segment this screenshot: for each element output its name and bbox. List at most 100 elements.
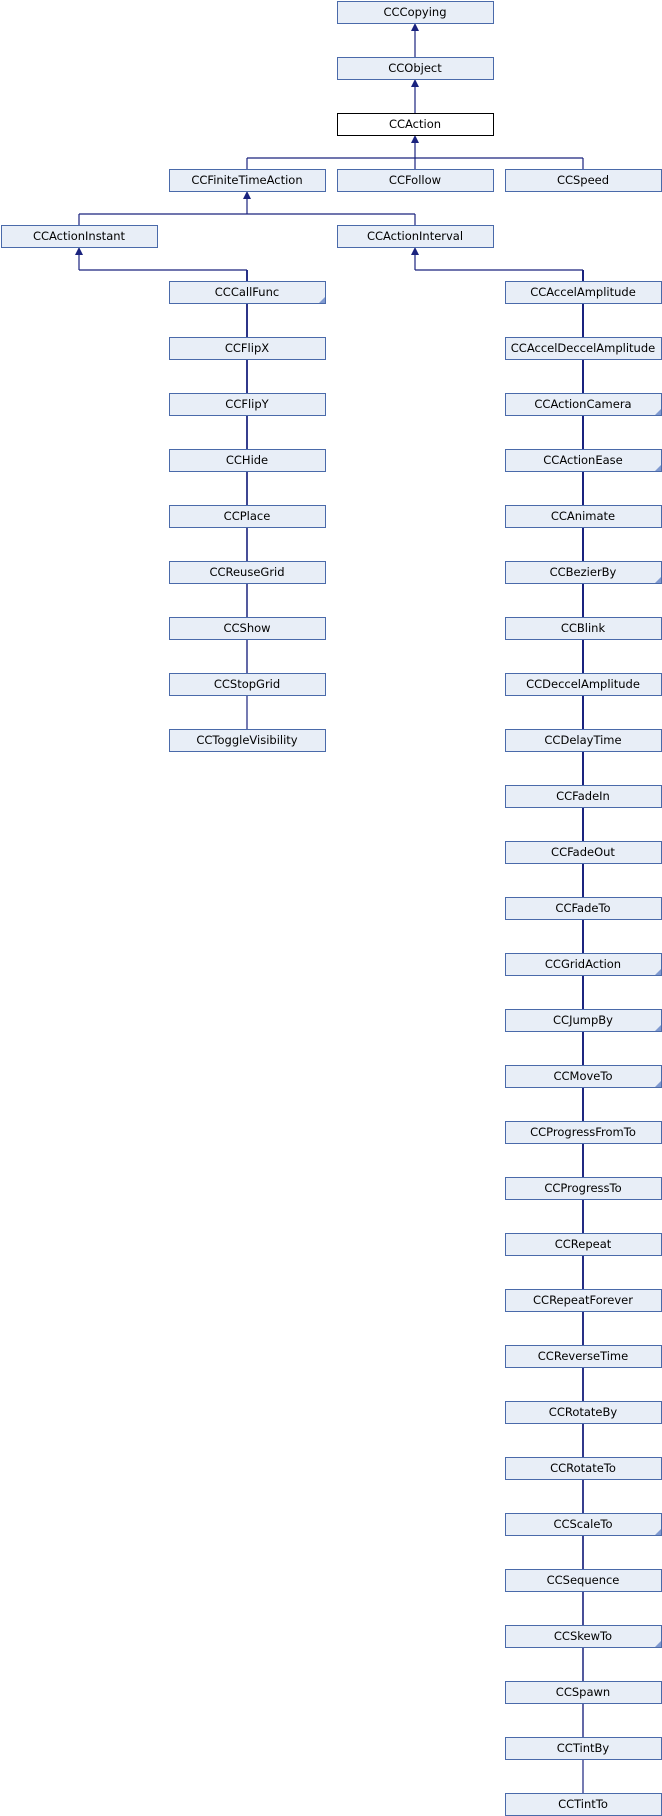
class-node-ccdeccelamplitude[interactable]: CCDeccelAmplitude [505, 673, 662, 696]
class-node-ccfadeout[interactable]: CCFadeOut [505, 841, 662, 864]
class-node-label: CCFlipX [225, 341, 269, 355]
edge-to-ccactioninterval-arrow [411, 247, 419, 255]
class-node-cctintto[interactable]: CCTintTo [505, 1793, 662, 1816]
class-node-label: CCStopGrid [214, 677, 280, 691]
class-node-ccactioncamera[interactable]: CCActionCamera [505, 393, 662, 416]
class-node-ccshow[interactable]: CCShow [169, 617, 326, 640]
class-node-label: CCFlipY [225, 397, 269, 411]
class-node-box [169, 673, 326, 696]
class-node-label: CCFadeTo [555, 901, 610, 915]
class-node-ccfadein[interactable]: CCFadeIn [505, 785, 662, 808]
class-node-ccrotateby[interactable]: CCRotateBy [505, 1401, 662, 1424]
class-node-cctogglevisibility[interactable]: CCToggleVisibility [169, 729, 326, 752]
class-node-ccspawn[interactable]: CCSpawn [505, 1681, 662, 1704]
class-node-ccrepeat[interactable]: CCRepeat [505, 1233, 662, 1256]
class-node-label: CCCallFunc [215, 285, 279, 299]
class-node-ccactionease[interactable]: CCActionEase [505, 449, 662, 472]
class-node-ccgridaction[interactable]: CCGridAction [505, 953, 662, 976]
class-node-label: CCCopying [383, 5, 446, 19]
class-node-ccdelaytime[interactable]: CCDelayTime [505, 729, 662, 752]
class-node-ccscaleto[interactable]: CCScaleTo [505, 1513, 662, 1536]
class-node-label: CCReverseTime [538, 1349, 628, 1363]
has-subclasses-marker [319, 297, 325, 303]
class-node-label: CCRepeatForever [533, 1293, 633, 1307]
class-node-ccprogressfromto[interactable]: CCProgressFromTo [505, 1121, 662, 1144]
class-node-label: CCActionInstant [33, 229, 126, 243]
class-node-ccactioninterval[interactable]: CCActionInterval [337, 225, 494, 248]
class-node-ccfadeto[interactable]: CCFadeTo [505, 897, 662, 920]
class-node-label: CCMoveTo [553, 1069, 612, 1083]
edge-to-ccopying-arrow [411, 23, 419, 31]
class-node-label: CCSkewTo [554, 1629, 612, 1643]
edge-to-ccactioninstant-arrow [75, 247, 83, 255]
class-node-ccaction[interactable]: CCAction [337, 113, 494, 136]
class-node-ccspeed[interactable]: CCSpeed [505, 169, 662, 192]
has-subclasses-marker [655, 465, 661, 471]
edge-to-ccobject-arrow [411, 79, 419, 87]
class-node-label: CCActionCamera [534, 397, 631, 411]
class-node-label: CCAccelAmplitude [530, 285, 636, 299]
class-node-ccflipy[interactable]: CCFlipY [169, 393, 326, 416]
class-node-box [169, 561, 326, 584]
class-node-box [1, 225, 158, 248]
class-node-ccprogressto[interactable]: CCProgressTo [505, 1177, 662, 1200]
class-node-ccfollow[interactable]: CCFollow [337, 169, 494, 192]
class-node-label: CCJumpBy [553, 1013, 613, 1027]
class-node-label: CCGridAction [545, 957, 621, 971]
class-node-label: CCSpawn [556, 1685, 610, 1699]
class-node-label: CCFadeOut [551, 845, 615, 859]
class-node-box [337, 1, 494, 24]
class-node-label: CCToggleVisibility [196, 733, 297, 747]
class-node-ccfinitetimeaction[interactable]: CCFiniteTimeAction [169, 169, 326, 192]
class-node-ccreusegrid[interactable]: CCReuseGrid [169, 561, 326, 584]
class-node-ccreversetime[interactable]: CCReverseTime [505, 1345, 662, 1368]
class-node-box [169, 281, 326, 304]
class-node-ccplace[interactable]: CCPlace [169, 505, 326, 528]
class-node-ccrepeatforever[interactable]: CCRepeatForever [505, 1289, 662, 1312]
class-node-box [337, 169, 494, 192]
class-node-label: CCRotateBy [549, 1405, 618, 1419]
class-node-label: CCFiniteTimeAction [191, 173, 302, 187]
class-node-ccobject[interactable]: CCObject [337, 57, 494, 80]
class-node-label: CCRotateTo [550, 1461, 616, 1475]
has-subclasses-marker [655, 1025, 661, 1031]
class-node-cccallfunc[interactable]: CCCallFunc [169, 281, 326, 304]
class-node-ccrotateto[interactable]: CCRotateTo [505, 1457, 662, 1480]
class-node-label: CCAnimate [551, 509, 615, 523]
class-node-label: CCFadeIn [556, 789, 610, 803]
class-node-ccmoveto[interactable]: CCMoveTo [505, 1065, 662, 1088]
class-node-label: CCDeccelAmplitude [526, 677, 640, 691]
class-node-label: CCReuseGrid [209, 565, 284, 579]
class-node-box [169, 449, 326, 472]
class-node-label: CCAction [389, 117, 441, 131]
class-node-label: CCBezierBy [550, 565, 617, 579]
class-node-ccjumpby[interactable]: CCJumpBy [505, 1009, 662, 1032]
class-node-ccskewto[interactable]: CCSkewTo [505, 1625, 662, 1648]
class-node-ccsequence[interactable]: CCSequence [505, 1569, 662, 1592]
class-node-ccactioninstant[interactable]: CCActionInstant [1, 225, 158, 248]
class-node-label: CCFollow [389, 173, 441, 187]
class-node-box [337, 225, 494, 248]
class-node-box [169, 729, 326, 752]
class-node-ccacceldeccelamplitude[interactable]: CCAccelDeccelAmplitude [505, 337, 662, 360]
has-subclasses-marker [655, 1081, 661, 1087]
class-node-ccaccelamplitude[interactable]: CCAccelAmplitude [505, 281, 662, 304]
class-node-box [169, 505, 326, 528]
class-node-label: CCPlace [224, 509, 271, 523]
class-node-ccblink[interactable]: CCBlink [505, 617, 662, 640]
class-node-ccanimate[interactable]: CCAnimate [505, 505, 662, 528]
class-node-ccstopgrid[interactable]: CCStopGrid [169, 673, 326, 696]
class-node-label: CCDelayTime [544, 733, 621, 747]
has-subclasses-marker [655, 969, 661, 975]
class-node-cctintby[interactable]: CCTintBy [505, 1737, 662, 1760]
class-node-ccopying[interactable]: CCCopying [337, 1, 494, 24]
class-node-label: CCTintTo [558, 1797, 608, 1811]
has-subclasses-marker [655, 577, 661, 583]
class-node-ccbezierby[interactable]: CCBezierBy [505, 561, 662, 584]
class-node-label: CCSpeed [557, 173, 609, 187]
class-node-box [169, 169, 326, 192]
class-node-cchide[interactable]: CCHide [169, 449, 326, 472]
has-subclasses-marker [655, 1641, 661, 1647]
class-node-ccflipx[interactable]: CCFlipX [169, 337, 326, 360]
